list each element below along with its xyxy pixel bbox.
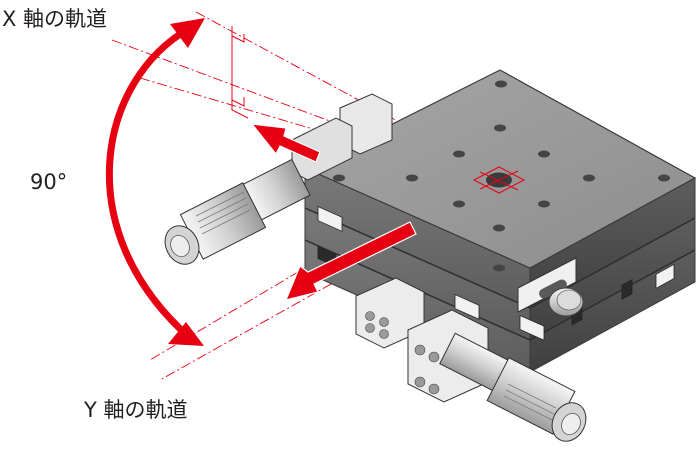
rail-windows [317, 206, 675, 341]
red-arrow-x-direction [250, 123, 321, 163]
right-angle-marker-icon [231, 26, 249, 119]
angle-label: 90° [30, 170, 67, 194]
lock-clamp [517, 257, 584, 317]
y-axis-label: Y 軸の軌道 [83, 398, 188, 422]
x-micrometer-head [164, 93, 393, 265]
red-double-headed-arc-icon [105, 18, 205, 346]
y-axis-guide-lower [149, 252, 331, 361]
xy-translation-stage-illustration [164, 69, 697, 442]
mounting-holes [333, 80, 670, 272]
center-cross-marker [472, 166, 526, 194]
red-arrow-y-direction [284, 221, 417, 301]
x-axis-guide-upper [111, 39, 476, 176]
y-micrometer-head [355, 277, 587, 442]
x-axis-label: X 軸の軌道 [2, 7, 107, 31]
